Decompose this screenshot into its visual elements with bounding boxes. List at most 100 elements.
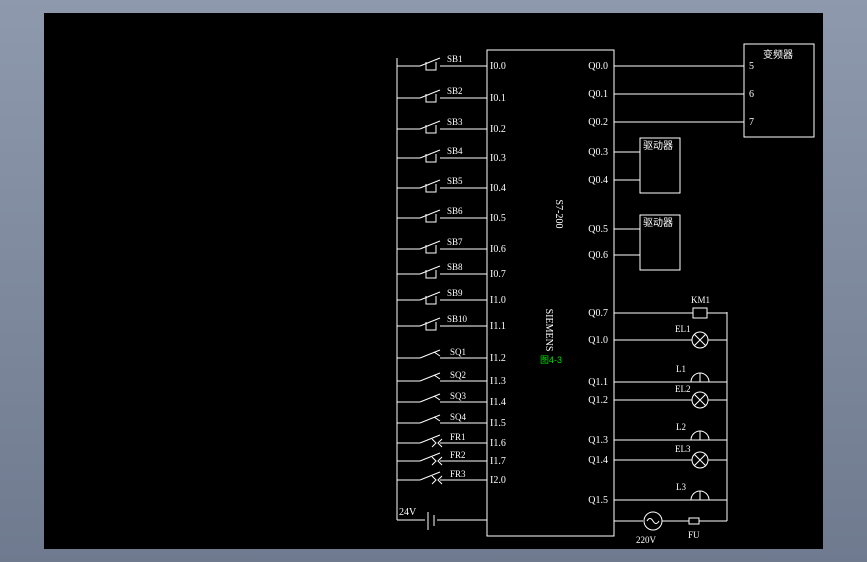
pushbutton-actuator — [425, 214, 437, 223]
input-device-label: SB1 — [447, 54, 463, 64]
input-device-label: SB10 — [447, 314, 468, 324]
ac-wave — [646, 518, 660, 524]
ac-supply-label: 220V — [636, 535, 657, 545]
input-device-label: SQ2 — [450, 370, 466, 380]
contact-blade — [419, 209, 441, 219]
input-device-label: SQ1 — [450, 347, 466, 357]
pushbutton-actuator — [425, 184, 437, 193]
input-terminal-label: I0.1 — [490, 93, 506, 104]
input-device-label: SB8 — [447, 262, 463, 272]
input-terminal-label: I0.5 — [490, 213, 506, 224]
input-device-label: SQ3 — [450, 391, 467, 401]
input-terminal-label: I1.5 — [490, 418, 506, 429]
input-device-label: FR1 — [450, 432, 466, 442]
contact-blade — [419, 372, 441, 382]
pushbutton-actuator — [425, 296, 437, 305]
output-terminal-label: Q0.0 — [588, 61, 608, 72]
input-terminal-label: I0.7 — [490, 269, 506, 280]
dc-supply-label: 24V — [399, 507, 417, 518]
contact-blade — [419, 149, 441, 159]
pushbutton-actuator — [425, 125, 437, 134]
contact-blade — [419, 317, 441, 327]
input-terminal-label: I0.3 — [490, 153, 506, 164]
contact-blade — [419, 265, 441, 275]
output-terminals: Q0.0Q0.1Q0.2Q0.3Q0.4Q0.5Q0.6Q0.7Q1.0Q1.1… — [588, 61, 608, 506]
input-terminal-label: I1.2 — [490, 353, 506, 364]
input-device-label: SB2 — [447, 86, 463, 96]
inverter-terminal: 6 — [749, 89, 754, 100]
input-device-label: SQ4 — [450, 412, 467, 422]
contact-blade — [419, 240, 441, 250]
relay-coil-symbol — [692, 307, 708, 319]
limit-switch-mark — [433, 395, 441, 401]
output-terminal-label: Q0.3 — [588, 147, 608, 158]
input-terminal-label: I1.1 — [490, 321, 506, 332]
driver-box-1 — [639, 137, 681, 194]
coil-label: KM1 — [691, 295, 710, 305]
lamp-cross — [693, 333, 707, 347]
plc-brand: SIEMENS — [543, 309, 554, 352]
input-terminal-label: I1.4 — [490, 397, 506, 408]
contact-blade — [419, 120, 441, 130]
limit-switch-mark — [433, 374, 441, 380]
driver-label: 驱动器 — [643, 217, 673, 229]
alarm-label: L2 — [676, 422, 686, 432]
alarm-label: L1 — [676, 364, 686, 374]
plc-model: S7-200 — [553, 200, 564, 229]
input-device-label: FR2 — [450, 450, 466, 460]
lamp-cross — [693, 453, 707, 467]
fuse-label: FU — [688, 530, 700, 540]
contact-blade — [419, 434, 441, 444]
lamp-cross — [693, 393, 707, 407]
input-terminal-label: I1.3 — [490, 376, 506, 387]
thermal-relay-mark — [431, 475, 443, 485]
pushbutton-actuator — [425, 270, 437, 279]
input-terminal-label: I1.0 — [490, 295, 506, 306]
contact-blade — [419, 179, 441, 189]
output-terminal-label: Q1.4 — [588, 455, 608, 466]
input-device-label: SB7 — [447, 237, 463, 247]
output-terminal-label: Q0.1 — [588, 89, 608, 100]
contact-blade — [419, 414, 441, 424]
pushbutton-actuator — [425, 322, 437, 331]
driver-label: 驱动器 — [643, 140, 673, 152]
inverter-title: 变频器 — [763, 48, 793, 61]
alarm-symbol — [690, 430, 710, 441]
lamp-label: EL1 — [675, 324, 691, 334]
output-terminal-label: Q1.0 — [588, 335, 608, 346]
input-device-label: SB9 — [447, 288, 463, 298]
output-terminal-label: Q1.3 — [588, 435, 608, 446]
limit-switch-mark — [433, 351, 441, 357]
output-terminal-label: Q0.2 — [588, 117, 608, 128]
contact-blade — [419, 471, 441, 481]
inverter-box — [743, 43, 815, 138]
output-terminal-label: Q1.5 — [588, 495, 608, 506]
thermal-relay-mark — [431, 438, 443, 448]
input-terminal-label: I1.6 — [490, 438, 506, 449]
input-device-label: SB3 — [447, 117, 463, 127]
pushbutton-actuator — [425, 62, 437, 71]
alarm-label: L3 — [676, 482, 686, 492]
input-rungs: I0.0SB1I0.1SB2I0.2SB3I0.3SB4I0.4SB5I0.5S… — [396, 54, 506, 486]
input-terminal-label: I0.4 — [490, 183, 506, 194]
pushbutton-actuator — [425, 94, 437, 103]
input-terminal-label: I0.2 — [490, 124, 506, 135]
input-terminal-label: I2.0 — [490, 475, 506, 486]
inverter-terminal: 7 — [749, 117, 754, 128]
input-terminal-label: I0.6 — [490, 244, 506, 255]
thermal-relay-mark — [431, 456, 443, 466]
output-terminal-label: Q0.7 — [588, 308, 608, 319]
alarm-symbol — [690, 372, 710, 383]
pushbutton-actuator — [425, 245, 437, 254]
driver-box-2 — [639, 214, 681, 271]
input-terminal-label: I0.0 — [490, 61, 506, 72]
input-terminal-label: I1.7 — [490, 456, 506, 467]
output-terminal-label: Q0.4 — [588, 175, 608, 186]
contact-blade — [419, 349, 441, 359]
contact-blade — [419, 393, 441, 403]
output-terminal-label: Q1.2 — [588, 395, 608, 406]
contact-blade — [419, 89, 441, 99]
inverter-terminal: 5 — [749, 61, 754, 72]
